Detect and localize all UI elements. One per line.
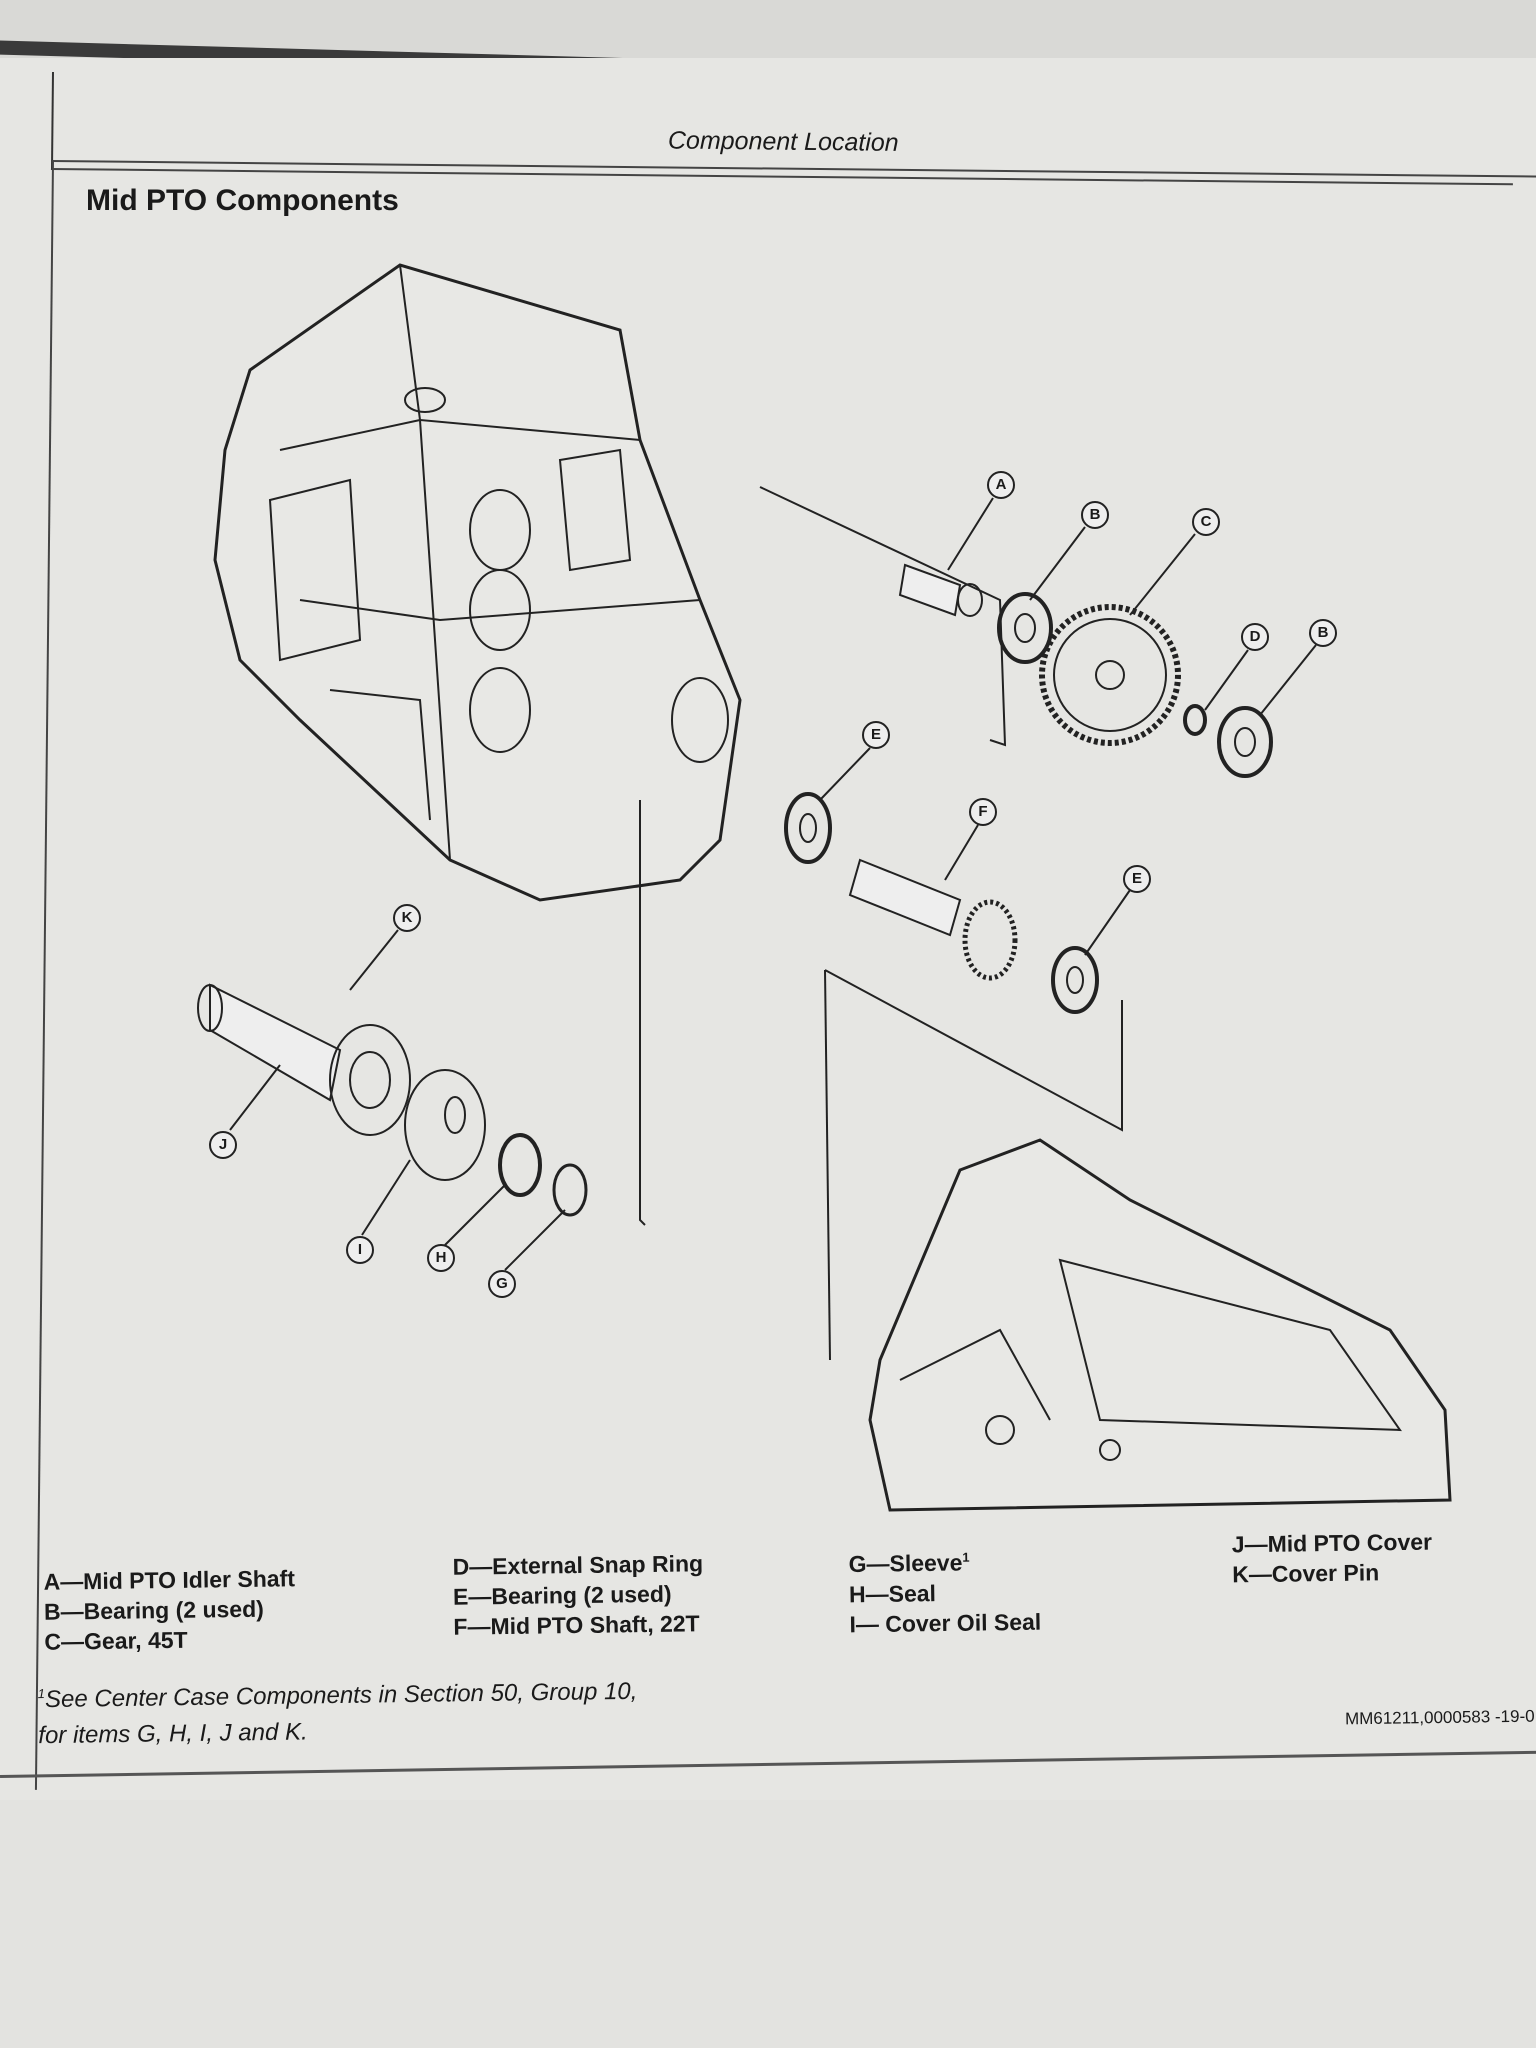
legend-item: E—Bearing (2 used): [452, 1580, 672, 1610]
callout-j: J: [209, 1131, 237, 1159]
legend-column-1: A—Mid PTO Idler Shaft B—Bearing (2 used)…: [43, 1563, 296, 1657]
callout-a: A: [987, 471, 1015, 499]
callout-f: F: [969, 798, 997, 826]
document-page: [0, 58, 1536, 1818]
legend-column-3: G—Sleeve1 H—Seal I— Cover Oil Seal: [848, 1542, 1041, 1639]
legend-item: I— Cover Oil Seal: [849, 1608, 1042, 1637]
legend-column-4: J—Mid PTO Cover K—Cover Pin: [1232, 1527, 1433, 1590]
legend-item: K—Cover Pin: [1232, 1559, 1380, 1588]
document-code: MM61211,0000583 -19-0: [1344, 1706, 1535, 1729]
callout-b-2: B: [1309, 619, 1337, 647]
legend-item: J—Mid PTO Cover: [1231, 1528, 1433, 1558]
section-title: Mid PTO Components: [86, 184, 399, 217]
legend-item: F—Mid PTO Shaft, 22T: [453, 1610, 700, 1640]
legend-item: G—Sleeve: [848, 1549, 963, 1577]
callout-k: K: [393, 904, 421, 932]
callout-e-2: E: [1123, 865, 1151, 893]
callout-b: B: [1081, 501, 1109, 529]
callout-g: G: [488, 1270, 516, 1298]
legend-column-2: D—External Snap Ring E—Bearing (2 used) …: [452, 1548, 704, 1641]
legend-item: H—Seal: [848, 1579, 937, 1607]
callout-c: C: [1192, 508, 1220, 536]
footnote-ref: 1: [962, 1549, 970, 1565]
center-case-illustration: [868, 1138, 1452, 1512]
callout-h: H: [427, 1244, 455, 1272]
legend-item: C—Gear, 45T: [44, 1626, 188, 1655]
callout-d: D: [1241, 623, 1269, 651]
blank-page-area: [0, 1800, 1536, 2048]
legend-item: D—External Snap Ring: [452, 1550, 704, 1580]
footnote-line-1: See Center Case Components in Section 50…: [44, 1677, 638, 1714]
transmission-case-illustration: [213, 263, 742, 902]
legend-item: B—Bearing (2 used): [43, 1595, 265, 1625]
footnote: 1See Center Case Components in Section 5…: [37, 1668, 638, 1754]
callout-e: E: [862, 721, 890, 749]
legend-item: A—Mid PTO Idler Shaft: [43, 1565, 296, 1595]
callout-i: I: [346, 1236, 374, 1264]
